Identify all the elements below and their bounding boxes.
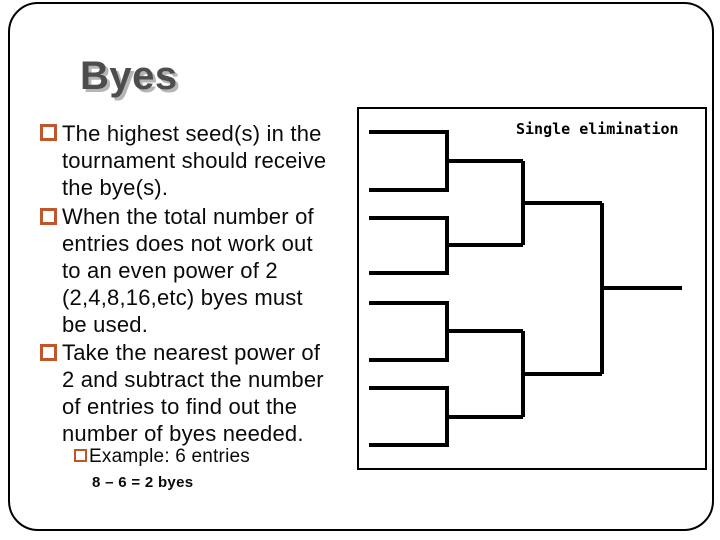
- square-bullet-icon: [40, 344, 57, 361]
- bracket-pair-3: [369, 301, 449, 362]
- diagram-label: Single elimination: [516, 120, 679, 138]
- bracket-pair-4: [369, 386, 449, 447]
- bracket-diagram: [369, 130, 682, 447]
- square-bullet-icon: [40, 208, 57, 225]
- formula-text: 8 – 6 = 2 byes: [92, 474, 194, 491]
- bullet-text: The highest seed(s) in the tournament sh…: [62, 121, 327, 200]
- sub-bullet-text: Example: 6 entries: [89, 446, 250, 467]
- bullet-text: When the total number of entries does no…: [62, 204, 314, 337]
- square-bullet-icon: [40, 124, 57, 141]
- page-title: Byes: [80, 54, 178, 98]
- bracket-diagram-box: Single elimination: [357, 107, 707, 470]
- bracket-pair-2: [369, 216, 449, 275]
- bracket-pair-1: [369, 130, 449, 192]
- bullet-text: Take the nearest power of 2 and subtract…: [62, 340, 324, 446]
- square-bullet-icon: [74, 449, 87, 462]
